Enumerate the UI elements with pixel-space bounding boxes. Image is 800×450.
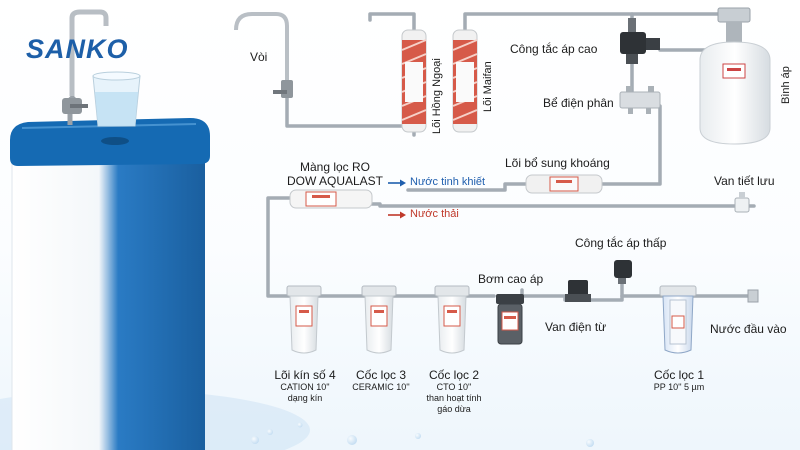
loi-hong-ngoai-filter <box>401 29 427 133</box>
label-coc-loc-1: Cốc lọc 1 PP 10'' 5 µm <box>654 368 704 393</box>
label-coc-loc-1-sub: PP 10'' 5 µm <box>653 382 705 392</box>
label-van-tiet-luu: Van tiết lưu <box>714 174 775 188</box>
label-mang-loc-ro: Màng lọc RO DOW AQUALAST <box>287 160 383 188</box>
label-loi-kin-so-4: Lõi kín số 4 CATION 10'' dạng kín <box>274 368 335 404</box>
mang-loc-ro-membrane <box>289 189 373 209</box>
loi-kin-so-4-housing <box>286 285 322 354</box>
label-loi-kin-so-4-title: Lõi kín số 4 <box>274 368 336 382</box>
coc-loc-1-housing <box>659 285 697 354</box>
cong-tac-ap-cao-device <box>620 18 660 64</box>
bom-cao-ap-pump <box>496 294 524 345</box>
coc-loc-3-housing <box>361 285 397 354</box>
nuoc-dau-vao-inlet <box>747 289 759 303</box>
glass-of-water <box>92 71 141 127</box>
be-dien-phan-device <box>619 86 661 114</box>
label-nuoc-dau-vao: Nước đầu vào <box>710 322 787 336</box>
label-coc-loc-3: Cốc lọc 3 CERAMIC 10'' <box>352 368 409 393</box>
label-mang-loc-ro-line2: DOW AQUALAST <box>286 174 384 188</box>
label-loi-hong-ngoai: Lõi Hồng Ngoại <box>431 58 443 134</box>
sanko-logo: SANKO <box>26 34 129 64</box>
van-tiet-luu-device <box>734 192 750 213</box>
loi-bo-sung-khoang-filter <box>525 174 603 194</box>
label-coc-loc-2-sub3: gáo dừa <box>437 404 471 414</box>
label-coc-loc-2-sub1: CTO 10'' <box>436 382 472 392</box>
label-coc-loc-2-title: Cốc lọc 2 <box>428 368 480 382</box>
label-loi-kin-so-4-sub1: CATION 10'' <box>280 382 330 392</box>
label-van-dien-tu: Van điện từ <box>545 320 607 334</box>
label-coc-loc-1-title: Cốc lọc 1 <box>653 368 705 382</box>
label-coc-loc-3-sub: CERAMIC 10'' <box>352 382 410 392</box>
loi-maifan-filter <box>452 29 478 133</box>
label-loi-bo-sung-khoang: Lõi bổ sung khoáng <box>505 156 610 170</box>
coc-loc-2-housing <box>434 285 470 354</box>
label-mang-loc-ro-line1: Màng lọc RO <box>299 160 371 174</box>
label-nuoc-thai: Nước thải <box>410 208 459 220</box>
label-coc-loc-2: Cốc lọc 2 CTO 10'' than hoạt tính gáo dừ… <box>426 368 481 415</box>
label-coc-loc-3-title: Cốc lọc 3 <box>355 368 407 382</box>
waste-water-arrow <box>388 211 406 219</box>
label-cong-tac-ap-thap: Công tắc áp thấp <box>575 236 667 250</box>
binh-ap-tank <box>699 7 771 145</box>
van-dien-tu-device <box>565 280 591 302</box>
label-cong-tac-ap-cao: Công tắc áp cao <box>510 42 598 56</box>
label-be-dien-phan: Bể điện phân <box>543 96 614 110</box>
label-voi: Vòi <box>250 50 268 64</box>
voi-faucet <box>234 12 293 98</box>
cong-tac-ap-thap-device <box>614 260 632 284</box>
label-loi-kin-so-4-sub2: dạng kín <box>287 393 323 403</box>
label-bom-cao-ap: Bơm cao áp <box>478 272 544 286</box>
label-nuoc-tinh-khiet: Nước tinh khiết <box>410 176 486 188</box>
purifier-cabinet <box>10 118 210 450</box>
faucet-cabinet <box>62 9 109 125</box>
label-loi-maifan: Lõi Maifan <box>482 61 494 112</box>
label-binh-ap: Bình áp <box>780 66 792 104</box>
pure-water-arrow <box>388 179 406 187</box>
label-coc-loc-2-sub2: than hoạt tính <box>426 393 482 403</box>
